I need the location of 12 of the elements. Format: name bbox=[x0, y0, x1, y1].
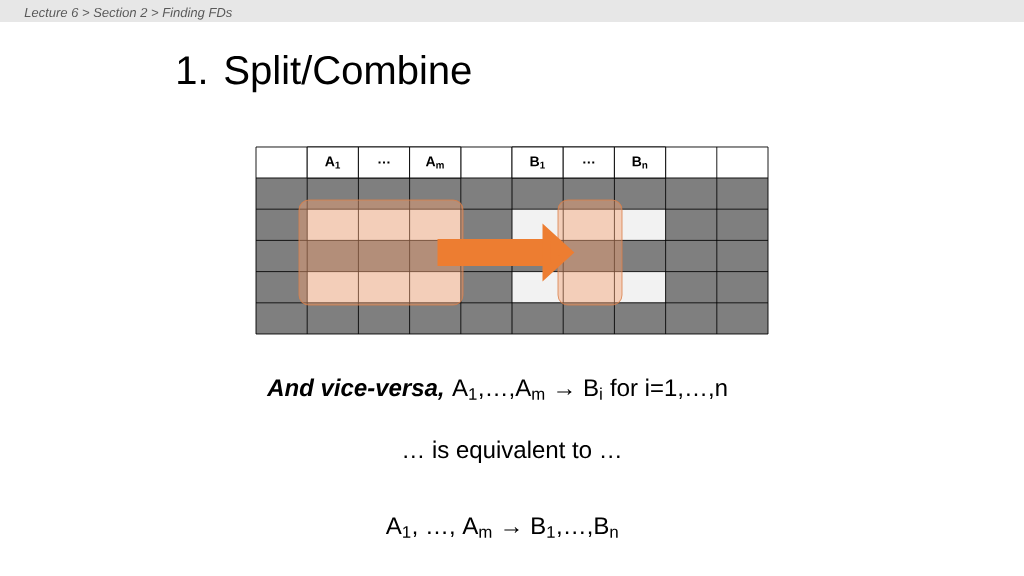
note-line: … is equivalent to … bbox=[404, 440, 620, 463]
lead-phrase: And vice-versa, bbox=[266, 378, 443, 400]
column-header: B$_{n}$ bbox=[613, 146, 667, 179]
column-header: … bbox=[562, 146, 615, 179]
statement-line: A$_{1}$,…,A$_{m}$ → B$_{i}$ for i=1,…,n bbox=[452, 378, 727, 400]
column-header: A$_{m}$ bbox=[409, 146, 462, 179]
column-header: … bbox=[357, 146, 411, 179]
formula-line: A$_{1}$, …, A$_{m}$ → B$_{1}$,…,B$_{n}$ bbox=[385, 517, 618, 538]
breadcrumb-bar: Lecture 6 > Section 2 > Finding FDs bbox=[0, 0, 1024, 22]
column-header: B$_{1}$ bbox=[511, 146, 564, 179]
column-header: A$_{1}$ bbox=[306, 146, 359, 179]
slide-title: 1. Split/Combine bbox=[178, 55, 471, 93]
